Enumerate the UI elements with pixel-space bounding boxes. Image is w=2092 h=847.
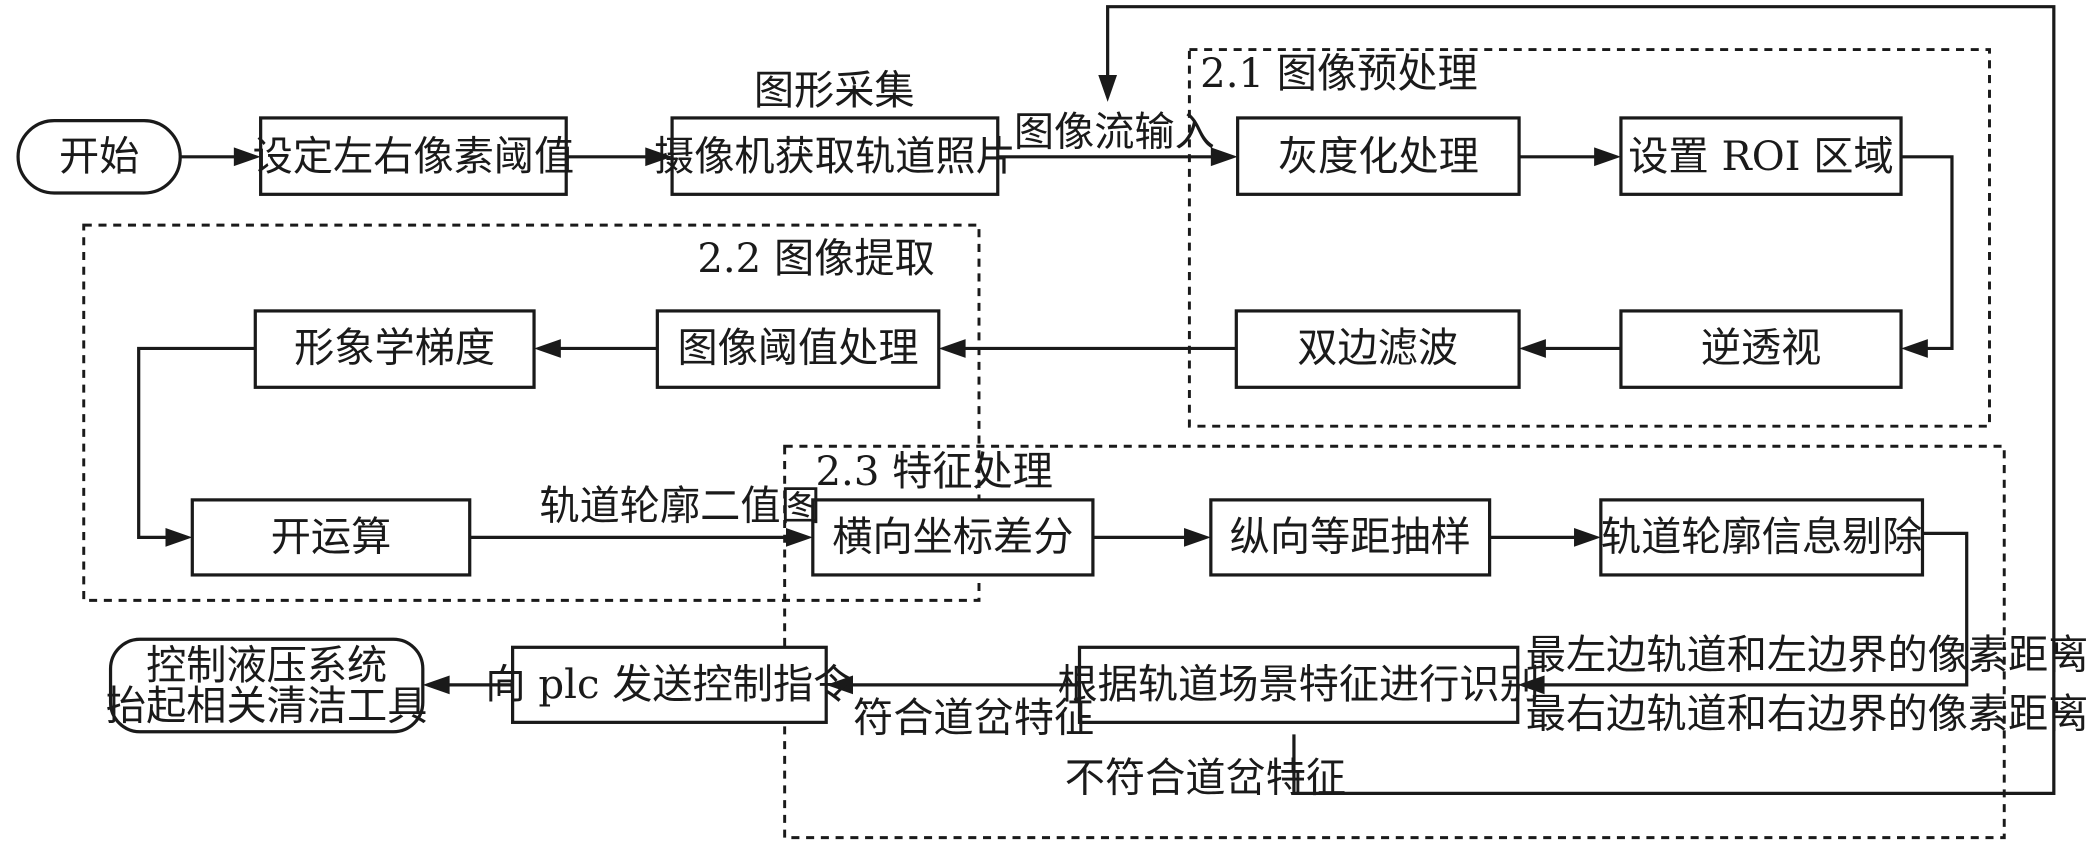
arrowhead [422,675,450,695]
arrow-roi-to-inverse [1901,155,1954,351]
arrowhead [233,147,261,167]
set-roi-label: 设置 ROI 区域 [1628,134,1893,180]
arrowhead [1210,147,1238,167]
contour-removal-box: 轨道轮廓信息剔除 [1599,498,1925,577]
vertical-sampling-label: 纵向等距抽样 [1230,514,1471,560]
arrowhead [1594,147,1621,167]
capture-box: 摄像机获取轨道照片 [654,116,1016,196]
arrow-removal-to-recognize [1541,531,1969,687]
arrowhead [786,528,813,547]
grayscale-label: 灰度化处理 [1278,134,1479,180]
label-match: 符合道岔特征 [853,695,1094,741]
send-plc-box: 向 plc 发送控制指令 [485,645,853,724]
threshold-processing-label: 图像阈值处理 [677,325,918,371]
start-terminal: 开始 [16,119,182,195]
label-image-capture: 图形采集 [754,68,915,114]
control-terminal: 控制液压系统 抬起相关清洁工具 [106,637,428,734]
arrowhead [1098,75,1118,102]
arrowhead [165,528,193,547]
inverse-perspective-label: 逆透视 [1701,325,1822,371]
control-label-line2: 抬起相关清洁工具 [106,683,428,729]
recognize-label: 根据轨道场景特征进行识别 [1057,662,1539,708]
capture-label: 摄像机获取轨道照片 [654,134,1016,180]
bilateral-filter-label: 双边滤波 [1297,325,1458,371]
label-right-distance: 最右边轨道和右边界的像素距离 [1526,691,2089,737]
arrowhead [938,339,966,358]
threshold-processing-box: 图像阈值处理 [655,309,941,389]
control-label-line1: 控制液压系统 [146,643,387,689]
recognize-box: 根据轨道场景特征进行识别 [1057,645,1540,724]
group-extract-title: 2.2 图像提取 [697,236,934,282]
group-preprocess-frame [1187,48,1991,428]
group-features-title: 2.3 特征处理 [815,449,1052,495]
start-label: 开始 [59,134,139,180]
set-threshold-label: 设定左右像素阈值 [253,134,575,180]
arrowhead [645,147,673,167]
arrowhead [1901,339,1928,358]
vertical-sampling-box: 纵向等距抽样 [1209,498,1492,577]
morph-gradient-box: 形象学梯度 [253,309,536,389]
arrowhead [1519,339,1546,358]
connectors [137,5,2056,796]
group-preprocess-title: 2.1 图像预处理 [1200,51,1478,97]
label-left-distance: 最左边轨道和左边界的像素距离 [1526,632,2089,678]
send-plc-label: 向 plc 发送控制指令 [485,662,853,708]
opening-label: 开运算 [271,514,392,560]
set-roi-box: 设置 ROI 区域 [1619,116,1903,196]
label-no-match: 不符合道岔特征 [1065,756,1346,802]
horizontal-diff-box: 横向坐标差分 [811,498,1095,577]
arrowhead [534,339,561,358]
arrowhead [1517,675,1545,695]
arrowhead [1574,528,1601,547]
morph-gradient-label: 形象学梯度 [294,325,495,371]
set-threshold-box: 设定左右像素阈值 [253,116,575,196]
grayscale-box: 灰度化处理 [1236,116,1521,196]
opening-box: 开运算 [190,498,472,577]
feedback-loop-line [1106,5,2056,796]
arrowhead [1184,528,1211,547]
inverse-perspective-box: 逆透视 [1619,309,1903,389]
label-stream-input: 图像流输入 [1014,110,1215,156]
horizontal-diff-label: 横向坐标差分 [832,514,1073,560]
bilateral-filter-box: 双边滤波 [1234,309,1521,389]
arrowhead [826,675,854,695]
contour-removal-label: 轨道轮廓信息剔除 [1601,514,1923,560]
label-binary-contour: 轨道轮廓二值图 [539,484,820,530]
arrow-gradient-to-opening [137,346,256,540]
